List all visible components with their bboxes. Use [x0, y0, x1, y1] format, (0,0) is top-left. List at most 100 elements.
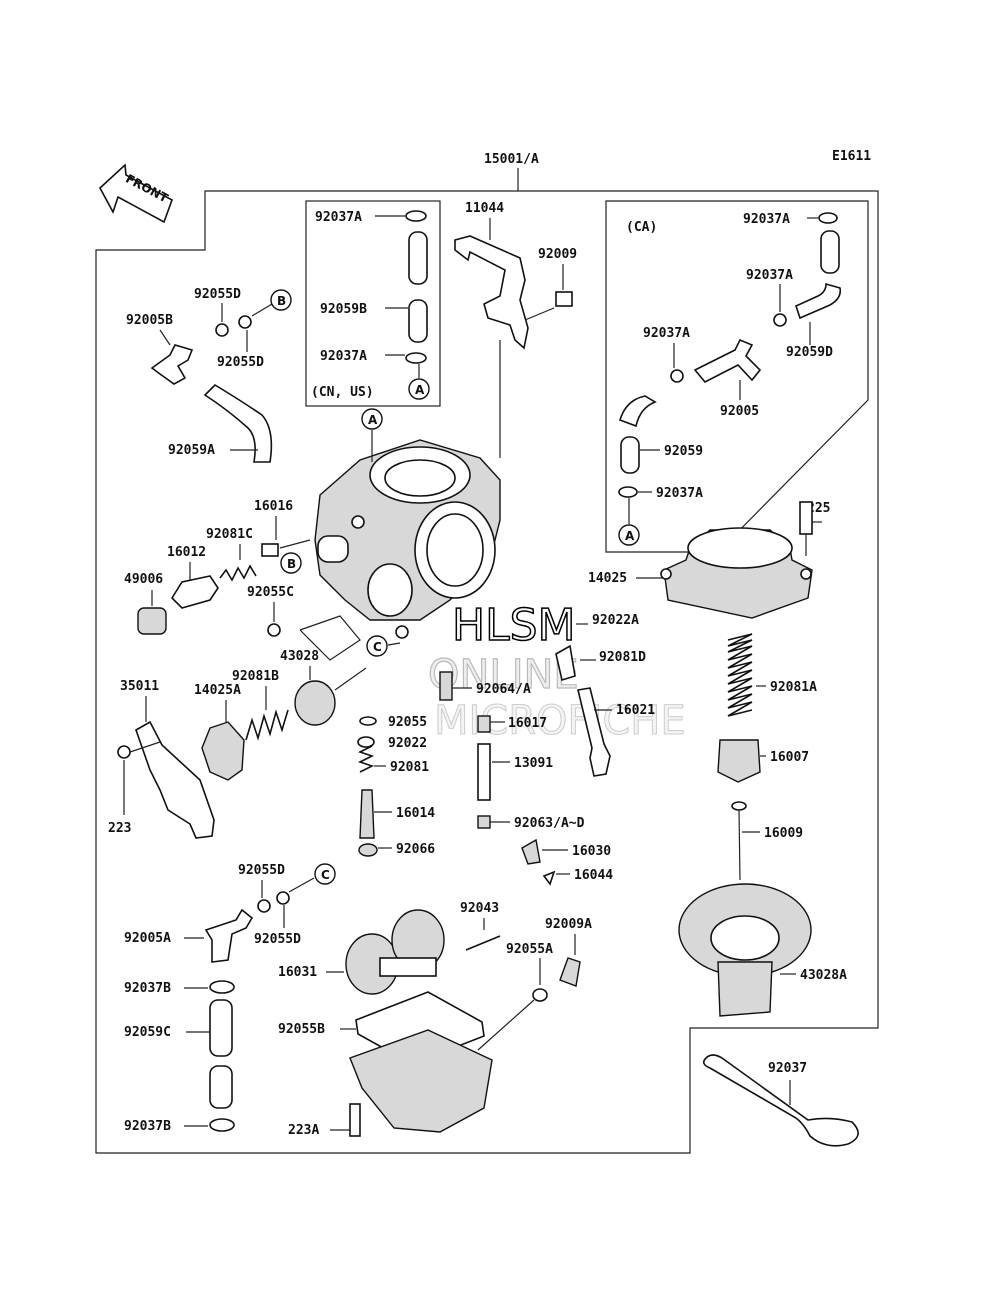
part-92059B: 92059B	[320, 302, 367, 317]
hose-icon	[408, 299, 428, 343]
part-92055-center: 92055	[388, 715, 427, 730]
part-16007: 16007	[770, 750, 809, 765]
part-13091: 13091	[514, 756, 553, 771]
part-16044: 16044	[574, 868, 613, 883]
part-92037A-cn-top: 92037A	[315, 210, 362, 225]
part-92037: 92037	[768, 1061, 807, 1076]
part-92081B: 92081B	[232, 669, 279, 684]
o-ring-icon	[276, 891, 290, 905]
ca-box	[605, 200, 869, 553]
part-92055D-bottom-2: 92055D	[254, 932, 301, 947]
part-16009: 16009	[764, 826, 803, 841]
o-ring-icon	[257, 899, 271, 913]
pin-icon	[465, 935, 501, 951]
part-92009: 92009	[538, 247, 577, 262]
part-16031: 16031	[278, 965, 317, 980]
clamp-icon	[773, 313, 787, 327]
spring-icon	[727, 633, 753, 717]
watermark-line1: HLSM	[452, 600, 576, 651]
pilot-screw-icon	[359, 789, 375, 839]
screw-icon	[349, 1103, 361, 1137]
carburetor-body-icon	[314, 439, 501, 621]
part-49006: 49006	[124, 572, 163, 587]
hose-icon	[209, 1065, 233, 1109]
elbow-fitting-icon	[150, 344, 194, 385]
hose-icon	[209, 999, 233, 1057]
watermark-line3: MICROFICHE	[434, 698, 686, 744]
part-92055B: 92055B	[278, 1022, 325, 1037]
clamp-icon	[405, 210, 427, 222]
screw-icon	[799, 501, 813, 535]
cap-icon	[137, 607, 167, 635]
clamp-icon	[618, 486, 638, 498]
part-92059C: 92059C	[124, 1025, 171, 1040]
screw-icon	[117, 745, 131, 759]
drain-screw-icon	[559, 957, 581, 987]
clip-icon	[542, 870, 556, 886]
cn-us-box	[305, 200, 441, 407]
jet-icon	[477, 715, 491, 733]
screw-icon	[555, 291, 573, 307]
part-92059: 92059	[664, 444, 703, 459]
hose-icon	[408, 231, 428, 285]
spring-icon	[245, 709, 289, 741]
front-arrow-icon: FRONT	[98, 163, 173, 224]
cover-icon	[201, 721, 245, 781]
part-92055C: 92055C	[247, 585, 294, 600]
hose-icon	[620, 436, 640, 474]
watermark-line2: ONLINE	[428, 652, 579, 698]
screw-icon	[170, 575, 219, 609]
clamp-icon	[209, 1118, 235, 1132]
callout-b-icon	[270, 289, 292, 311]
starter-plunger-icon	[577, 687, 611, 777]
box-label-cn-us: (CN, US)	[311, 385, 374, 400]
part-92055D-top: 92055D	[194, 287, 241, 302]
spring-icon	[555, 644, 576, 682]
main-assembly-label: 15001/A	[484, 152, 539, 167]
clamp-icon	[818, 212, 838, 224]
part-92037B-top: 92037B	[124, 981, 171, 996]
svg-text:B: B	[277, 294, 286, 308]
part-16014: 16014	[396, 806, 435, 821]
part-92022A: 92022A	[592, 613, 639, 628]
part-92066: 92066	[396, 842, 435, 857]
part-92005: 92005	[720, 404, 759, 419]
plate-icon	[135, 720, 215, 839]
part-92059D: 92059D	[786, 345, 833, 360]
diaphragm-valve-icon	[678, 883, 812, 1017]
callout-b-icon	[280, 552, 302, 574]
svg-text:A: A	[625, 529, 635, 543]
clamp-icon	[670, 369, 684, 383]
elbow-fitting-icon	[204, 908, 254, 963]
svg-text:A: A	[415, 383, 425, 397]
needle-clip-icon	[731, 801, 747, 811]
part-225: 225	[807, 501, 830, 516]
svg-text:B: B	[287, 557, 296, 571]
part-92022: 92022	[388, 736, 427, 751]
hose-band-tool-icon	[702, 1054, 859, 1147]
callout-c-icon	[366, 635, 388, 657]
tee-fitting-icon	[693, 338, 762, 384]
float-icon	[345, 909, 445, 995]
part-223A: 223A	[288, 1123, 319, 1138]
part-223: 223	[108, 821, 131, 836]
clamp-icon	[405, 352, 427, 364]
o-ring-icon	[359, 716, 377, 726]
part-92081D: 92081D	[599, 650, 646, 665]
spring-icon	[219, 564, 257, 582]
svg-text:C: C	[373, 640, 382, 654]
part-16012: 16012	[167, 545, 206, 560]
hose-icon	[820, 230, 840, 274]
cap-icon	[358, 843, 378, 857]
svg-text:C: C	[321, 868, 330, 882]
part-92043: 92043	[460, 901, 499, 916]
o-ring-icon	[267, 623, 281, 637]
part-92081A: 92081A	[770, 680, 817, 695]
part-92055D-bottom-1: 92055D	[238, 863, 285, 878]
part-92081C: 92081C	[206, 527, 253, 542]
plug-icon	[395, 625, 409, 639]
diaphragm-icon	[294, 680, 336, 726]
hose-icon	[795, 282, 842, 320]
part-16017: 16017	[508, 716, 547, 731]
part-43028: 43028	[280, 649, 319, 664]
